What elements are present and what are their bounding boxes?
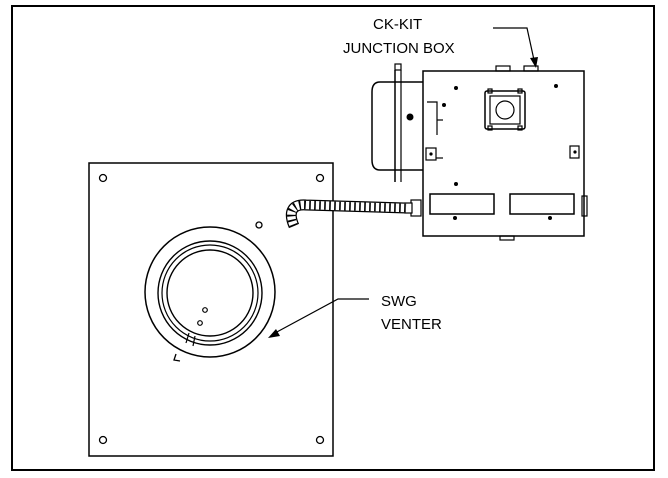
conduit-connector — [404, 199, 422, 217]
outer-frame — [11, 5, 655, 471]
junction-box — [371, 63, 588, 241]
junction-box-screws — [406, 84, 577, 220]
venter-label-line2: VENTER — [381, 316, 442, 333]
venter — [144, 226, 276, 362]
plate-holes — [98, 173, 325, 445]
flex-conduit — [285, 199, 407, 229]
junction-box-label-line2: JUNCTION BOX — [343, 40, 455, 57]
leader-lines — [274, 27, 535, 334]
mounting-plate — [88, 162, 334, 457]
venter-label-line1: SWG — [381, 293, 417, 310]
leader-arrowheads — [268, 57, 538, 338]
junction-box-label-line1: CK-KIT — [373, 16, 422, 33]
